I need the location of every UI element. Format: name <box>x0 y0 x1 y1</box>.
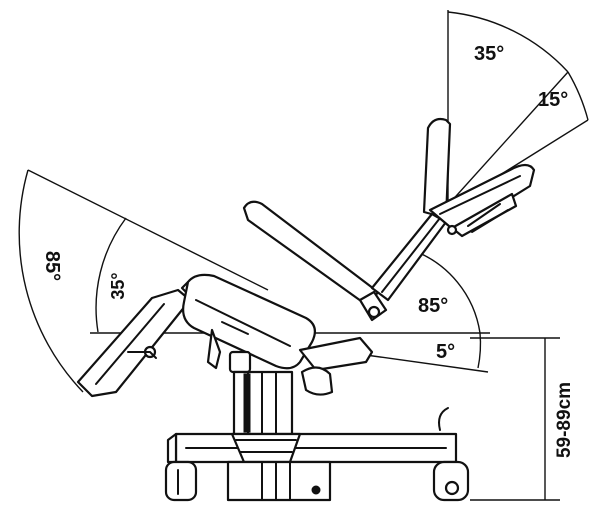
back-85-arc <box>411 249 481 334</box>
back-recline-angle-label: 85° <box>418 295 448 317</box>
seat-shell <box>298 336 374 396</box>
backrest <box>370 212 448 302</box>
seat-tilt-angle-label: 5° <box>436 341 455 363</box>
head-partial-angle-label: 15° <box>538 89 568 111</box>
leg-85-arc <box>18 169 84 393</box>
head-35-arc <box>447 11 569 73</box>
seat-cushion <box>182 273 317 370</box>
head-rest <box>422 117 536 238</box>
leg-partial-angle-label: 35° <box>108 272 128 299</box>
armrest-hinge-icon <box>367 305 381 319</box>
head-hinge-icon <box>446 224 458 236</box>
lift-column <box>206 328 294 440</box>
front-wheel-icon <box>164 460 198 502</box>
base-frame <box>166 407 458 502</box>
height-range-label: 59-89cm <box>554 382 575 458</box>
head-35-ray <box>447 71 569 206</box>
leg-35-arc <box>95 217 127 333</box>
leg-full-angle-label: 85° <box>41 251 63 281</box>
angle-labels: 85° 35° 85° 5° 35° 15° <box>41 43 568 363</box>
leg-85-ray <box>27 169 269 291</box>
chair-body <box>76 117 536 502</box>
seat-5-arc <box>477 332 482 369</box>
armrest <box>242 200 388 322</box>
head-15-arc <box>567 71 589 121</box>
head-tilt-angle-label: 35° <box>474 43 504 65</box>
column-shaft <box>243 373 251 433</box>
pedal-icon <box>311 485 321 495</box>
wheels <box>164 460 470 502</box>
